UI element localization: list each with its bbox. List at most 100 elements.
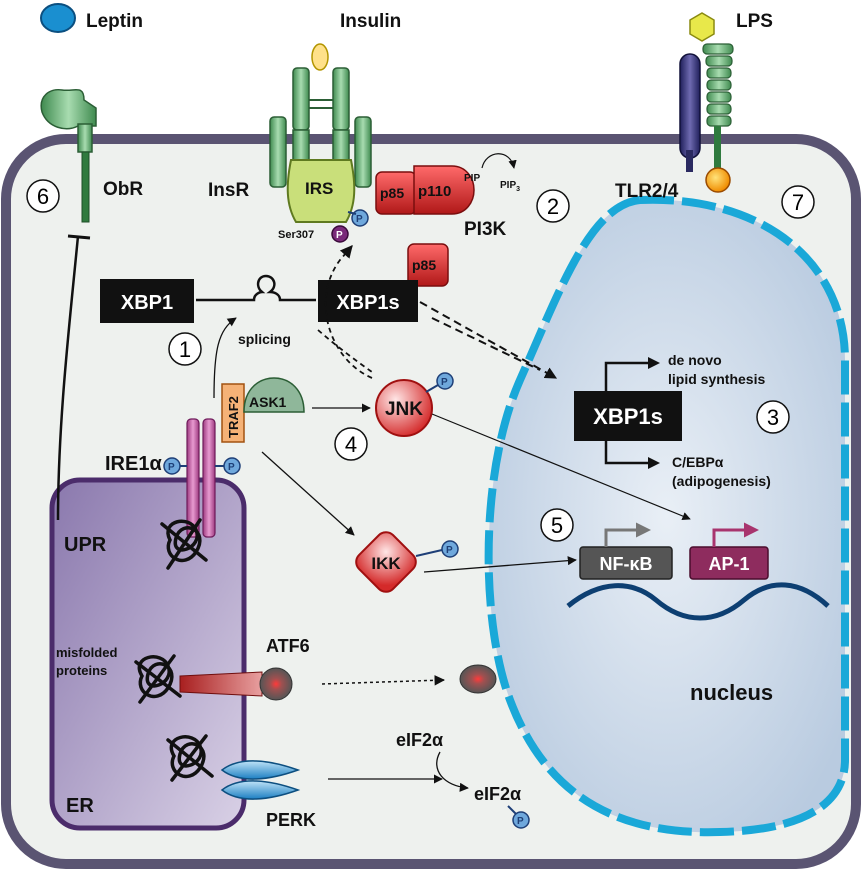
pip-conversion-arrow xyxy=(481,153,517,169)
step-5 xyxy=(540,508,574,542)
lipid-synthesis-label-2: lipid synthesis xyxy=(668,371,765,387)
phospho-ser307-icon xyxy=(331,225,349,243)
eif2a-label-top: eIF2α xyxy=(396,730,443,750)
svg-text:P: P xyxy=(517,816,524,827)
cleaved-atf6 xyxy=(459,664,497,694)
xbp1-box xyxy=(100,279,194,323)
pip3-label: PIP3 xyxy=(500,180,520,193)
svg-text:P: P xyxy=(441,377,448,388)
obr-receptor xyxy=(40,88,97,223)
leptin-icon xyxy=(40,3,76,33)
svg-text:IRS: IRS xyxy=(305,179,333,198)
nfkb-transcription-arrow xyxy=(604,522,651,547)
xbp1s-nuclear-box xyxy=(574,391,682,441)
ap1-transcription-arrow xyxy=(712,522,759,547)
jnk-to-irs-dashed-arrow xyxy=(324,245,373,379)
phospho-ikk-icon xyxy=(441,540,459,558)
step-7 xyxy=(781,185,815,219)
ikk-to-nfkb-arrow xyxy=(423,556,577,573)
nucleus xyxy=(484,195,849,837)
svg-text:P: P xyxy=(168,462,175,473)
svg-text:P: P xyxy=(356,214,363,225)
eif2a-phosphorylation-arrow xyxy=(436,751,469,792)
xbp1s-to-nucleus-arrow-1 xyxy=(419,301,558,379)
perk-protein xyxy=(220,760,301,800)
perk-label: PERK xyxy=(266,810,316,830)
step-4 xyxy=(334,427,368,461)
lps-label: LPS xyxy=(736,11,773,32)
upr-label: UPR xyxy=(64,534,107,556)
xbp1s-to-nucleus-arrow-2 xyxy=(431,317,541,371)
traf2-box xyxy=(221,383,245,443)
p85-free xyxy=(407,243,449,287)
svg-text:XBP1: XBP1 xyxy=(121,292,173,314)
svg-text:AP-1: AP-1 xyxy=(708,554,749,574)
svg-text:p85: p85 xyxy=(380,185,404,201)
tlr-label: TLR2/4 xyxy=(615,181,679,202)
svg-text:NF-κB: NF-κB xyxy=(599,554,652,574)
lps-icon xyxy=(689,12,715,42)
jnk-to-ap1-arrow xyxy=(431,413,691,521)
phospho-jnk-icon xyxy=(436,372,454,390)
atf6-label: ATF6 xyxy=(266,636,310,656)
ire1-to-splicing-arrow xyxy=(213,317,237,399)
step-2 xyxy=(536,189,570,223)
ser307-label: Ser307 xyxy=(278,229,314,241)
ire1-dimer xyxy=(186,418,216,538)
svg-text:1: 1 xyxy=(179,337,191,362)
svg-text:JNK: JNK xyxy=(385,399,423,420)
ire1-to-ikk-arrow xyxy=(261,451,355,536)
svg-text:P: P xyxy=(446,545,453,556)
insulin-receptor xyxy=(269,67,372,188)
tlr-receptor xyxy=(679,43,734,193)
insulin-label: Insulin xyxy=(340,11,401,32)
svg-text:XBP1s: XBP1s xyxy=(336,292,399,314)
svg-text:P: P xyxy=(336,230,343,241)
nucleus-label: nucleus xyxy=(690,680,773,705)
misfolded-protein-icon xyxy=(134,518,214,782)
ire1-label: IRE1α xyxy=(105,453,162,475)
svg-text:ASK1: ASK1 xyxy=(249,394,287,410)
svg-text:XBP1s: XBP1s xyxy=(593,404,663,429)
svg-text:TRAF2: TRAF2 xyxy=(226,396,241,438)
irs-protein: IRS xyxy=(286,159,356,223)
pi3k-complex: p85 p110 xyxy=(375,165,475,215)
adipogenesis-label: (adipogenesis) xyxy=(672,473,771,489)
pi3k-label: PI3K xyxy=(464,219,507,240)
atf6-to-nucleus-dotted-arrow xyxy=(321,675,446,686)
ap1-box xyxy=(689,546,769,580)
misfolded-label-2: proteins xyxy=(56,663,107,678)
upr-inhibits-obr-line xyxy=(56,235,80,521)
svg-text:p110: p110 xyxy=(418,183,451,200)
splicing-label: splicing xyxy=(238,331,291,347)
insulin-icon xyxy=(311,43,329,71)
svg-text:IKK: IKK xyxy=(371,554,401,573)
xbp1-splicing-line xyxy=(196,274,316,302)
cebpa-label: C/EBPα xyxy=(672,454,724,470)
obr-inhibition-bar xyxy=(67,234,91,240)
nfkb-box xyxy=(579,546,673,580)
step-markers: 1 2 3 4 5 6 7 xyxy=(26,179,815,542)
er-label: ER xyxy=(66,795,94,817)
svg-text:6: 6 xyxy=(37,184,49,209)
lipid-synthesis-label: de novo xyxy=(668,352,722,368)
xbp1s-target-arrows xyxy=(604,361,648,465)
svg-text:5: 5 xyxy=(551,513,563,538)
svg-text:4: 4 xyxy=(345,432,357,457)
ask1-shape xyxy=(243,377,305,413)
svg-text:3: 3 xyxy=(767,405,779,430)
xbp1s-box xyxy=(318,280,418,322)
svg-text:7: 7 xyxy=(792,190,804,215)
step-6 xyxy=(26,179,60,213)
step-1 xyxy=(168,332,202,366)
svg-text:2: 2 xyxy=(547,194,559,219)
obr-label: ObR xyxy=(103,179,143,200)
ikk-node xyxy=(355,531,417,593)
insr-label: InsR xyxy=(208,180,249,201)
svg-text:P: P xyxy=(228,462,235,473)
step-3 xyxy=(756,400,790,434)
dna-strand xyxy=(566,582,830,621)
pip-label: PIP xyxy=(464,173,480,184)
phospho-eif2a-icon xyxy=(512,811,530,829)
